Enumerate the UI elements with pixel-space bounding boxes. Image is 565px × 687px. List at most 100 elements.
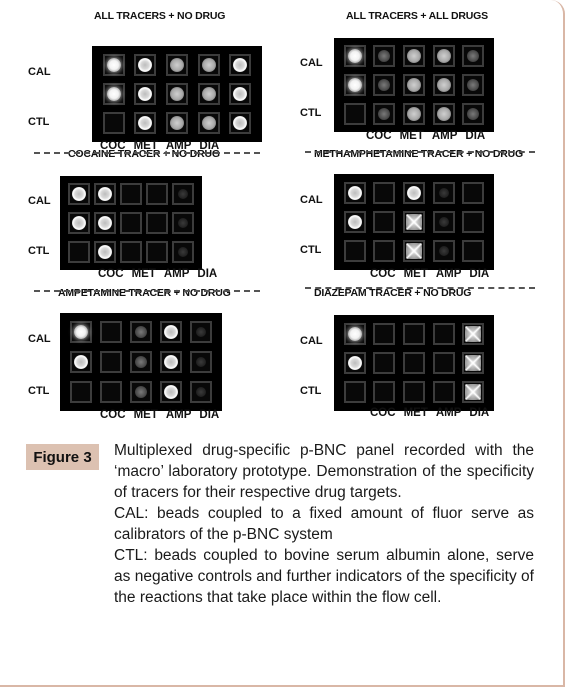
bead-signal xyxy=(407,49,421,64)
bead-well xyxy=(100,321,122,343)
bead-well xyxy=(343,381,366,404)
divider-left-2 xyxy=(34,290,260,292)
bead-well xyxy=(190,381,212,403)
bead-signal xyxy=(106,87,121,101)
bead-signal xyxy=(164,325,178,339)
bead-well xyxy=(343,45,366,68)
bead-signal xyxy=(72,187,86,202)
panel-title: METHAMPHETAMINE TRACER + NO DRUG xyxy=(314,148,523,160)
bead-well xyxy=(229,53,252,76)
bead-well xyxy=(229,83,252,105)
bead-well xyxy=(120,183,142,206)
bead-signal xyxy=(465,325,482,342)
row-label-cal: CAL xyxy=(28,333,51,345)
bead-signal xyxy=(178,189,188,200)
bead-well xyxy=(102,83,125,105)
row-label-ctl: CTL xyxy=(300,106,322,119)
bead-signal xyxy=(233,57,248,72)
bead-signal xyxy=(407,106,421,121)
row-label-ctl: CTL xyxy=(300,244,322,257)
column-label-dia: DIA xyxy=(469,407,490,419)
bead-signal xyxy=(438,217,449,227)
bead-signal xyxy=(196,327,206,337)
column-label-dia: DIA xyxy=(199,409,220,421)
bead-signal xyxy=(347,49,362,64)
column-label-amp: AMP xyxy=(163,268,190,280)
column-label-amp: AMP xyxy=(431,130,458,142)
bead-well xyxy=(94,212,116,234)
bead-well xyxy=(373,381,396,404)
bead-signal xyxy=(233,116,248,131)
bead-well xyxy=(197,53,220,76)
bead-well xyxy=(432,381,455,404)
bead-signal xyxy=(436,78,451,92)
bead-well xyxy=(160,351,182,373)
caption-paragraph-1: Multiplexed drug-specific p-BNC panel re… xyxy=(114,442,534,501)
bead-well xyxy=(462,352,485,374)
bead-well xyxy=(94,240,116,263)
bead-signal xyxy=(164,355,178,369)
row-label-cal: CAL xyxy=(28,195,51,208)
bead-well xyxy=(172,240,194,263)
bead-well xyxy=(403,322,425,345)
column-label-amp: AMP xyxy=(165,409,192,421)
row-label-cal: CAL xyxy=(300,193,323,206)
bead-signal xyxy=(436,106,451,121)
bead-signal xyxy=(467,79,480,91)
column-label-coc: COC xyxy=(100,409,126,421)
divider-left-1 xyxy=(34,152,260,154)
column-label-met: MET xyxy=(133,409,158,421)
bead-well xyxy=(130,381,152,403)
panel-5: AMPETAMINE TRACER + NO DRUG CAL CTL COC MET A… xyxy=(28,287,268,432)
bead-signal xyxy=(407,78,421,92)
bead-well xyxy=(403,181,425,204)
bead-signal xyxy=(467,107,480,120)
bead-well xyxy=(373,102,396,125)
bead-well xyxy=(146,212,168,234)
bead-signal xyxy=(436,49,451,64)
column-label-amp: AMP xyxy=(435,268,462,280)
bead-well xyxy=(343,352,366,374)
panel-title: COCAINE TRACER + NO DRUG xyxy=(68,148,220,160)
bead-well xyxy=(229,112,252,135)
bead-well xyxy=(68,212,90,234)
bead-well xyxy=(102,112,125,135)
panel-title: AMPETAMINE TRACER + NO DRUG xyxy=(58,287,231,299)
bead-well xyxy=(343,102,366,125)
column-labels: COC MET AMP DIA xyxy=(100,409,219,421)
bead-signal xyxy=(347,78,362,92)
bead-signal xyxy=(347,185,362,200)
bead-signal xyxy=(135,356,147,368)
bead-signal xyxy=(164,385,178,399)
divider-right-2 xyxy=(305,287,535,289)
column-label-coc: COC xyxy=(100,140,126,152)
bead-signal xyxy=(98,244,112,259)
column-label-coc: COC xyxy=(370,268,396,280)
bead-signal xyxy=(138,87,153,101)
bead-well xyxy=(94,183,116,206)
column-label-amp: AMP xyxy=(165,140,192,152)
column-label-dia: DIA xyxy=(197,268,218,280)
bead-signal xyxy=(138,116,153,131)
panel-title: ALL TRACERS + ALL DRUGS xyxy=(346,10,488,22)
bead-well xyxy=(373,181,396,204)
row-label-ctl: CTL xyxy=(28,385,50,397)
bead-well xyxy=(462,181,485,204)
bead-signal xyxy=(106,57,121,72)
bead-well xyxy=(70,381,92,403)
bead-signal xyxy=(438,187,449,198)
row-label-cal: CAL xyxy=(28,65,51,78)
bead-well xyxy=(462,45,485,68)
column-label-amp: AMP xyxy=(435,407,462,419)
bead-well xyxy=(432,45,455,68)
bead-signal xyxy=(98,216,112,230)
bead-signal xyxy=(406,214,422,230)
bead-well xyxy=(70,351,92,373)
row-label-ctl: CTL xyxy=(300,385,322,398)
bead-well xyxy=(68,183,90,206)
